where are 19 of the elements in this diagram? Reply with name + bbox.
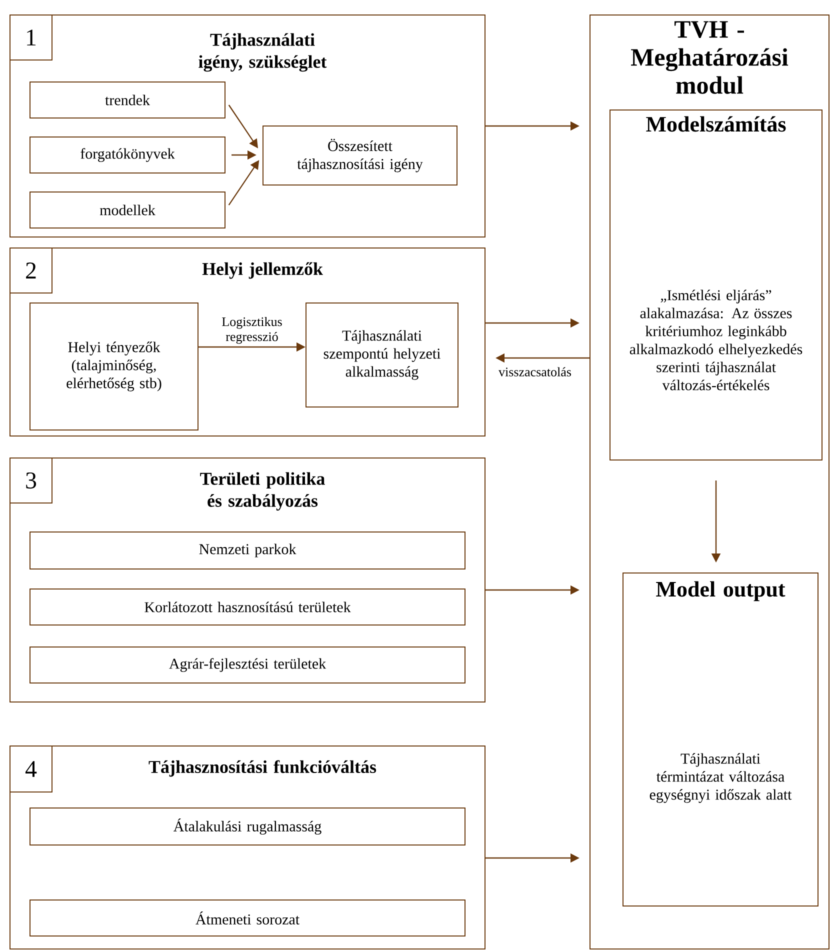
text-box: forgatókönyvek: [30, 136, 226, 174]
panel: Model output Tájhasználati términtázat változása egységnyi időszak alatt: [622, 572, 818, 906]
text-box: Helyi tényezők (talajminőség, elérhetőség stb): [30, 302, 198, 430]
edge-label: visszacsatolás: [498, 367, 571, 376]
edge-label: Logisztikus regresszió: [222, 316, 282, 344]
text-box: Átalakulási rugalmasság: [30, 808, 466, 846]
text-box: Nemzeti parkok: [30, 532, 466, 570]
text-box: trendek: [30, 82, 226, 118]
text-box: Átmeneti sorozat: [30, 900, 466, 936]
text-box: Korlátozott hasznosítású területek: [30, 588, 466, 626]
number-box: 4: [10, 746, 52, 792]
text-box: modellek: [30, 192, 226, 228]
text-box: Agrár-fejlesztési területek: [30, 646, 466, 684]
text-box: Összesített tájhasznosítási igény: [262, 126, 458, 186]
panel: Modelszámítás „Ismétlési eljárás” alakalmazása: Az összes kritériumhoz leginkább alkalmazkodó elhelyezkedés szerinti tájhasználat változás-értékelés: [610, 110, 822, 460]
number-box: 1: [10, 14, 52, 60]
text-box: Tájhasználati szempontú helyzeti alkalmasság: [306, 302, 458, 408]
number-box: 2: [10, 248, 52, 294]
number-box: 3: [10, 458, 52, 504]
